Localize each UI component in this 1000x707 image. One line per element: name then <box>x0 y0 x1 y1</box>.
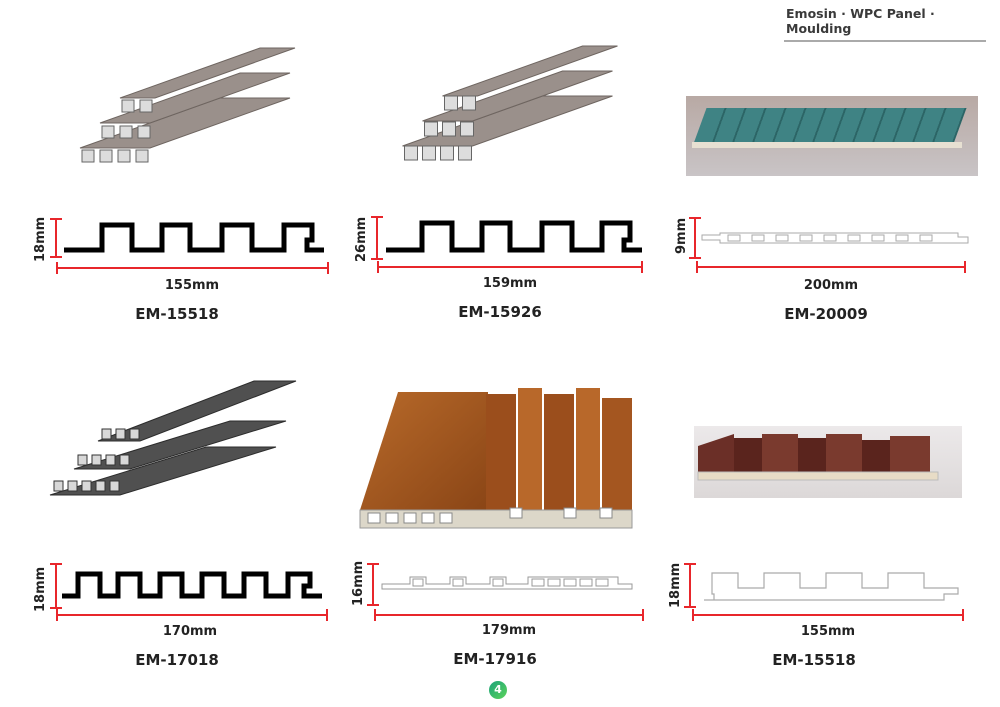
height-dimension-line <box>684 563 696 608</box>
product-photo-stacked-panels <box>79 47 296 163</box>
product-code: EM-15926 <box>458 303 542 321</box>
product-code: EM-17916 <box>453 650 537 668</box>
width-label: 155mm <box>800 624 856 639</box>
page-number-badge: 4 <box>489 681 507 699</box>
width-dimension-line <box>374 609 644 621</box>
width-label: 179mm <box>481 623 537 638</box>
product-photo-walnut-panel <box>694 426 962 498</box>
product-photo-stacked-panels <box>49 380 297 496</box>
height-label: 18mm <box>33 216 48 262</box>
height-label: 16mm <box>351 560 366 606</box>
width-label: 155mm <box>164 278 220 293</box>
product-code: EM-20009 <box>784 305 868 323</box>
product-code: EM-15518 <box>135 305 219 323</box>
width-dimension-line <box>692 609 964 621</box>
height-dimension-line <box>50 218 62 258</box>
product-photo-stacked-panels <box>402 45 618 161</box>
width-dimension-line <box>696 261 966 273</box>
height-label: 18mm <box>668 562 683 608</box>
cross-section-profile <box>701 232 969 244</box>
product-photo-teal-panel <box>686 96 978 176</box>
height-label: 9mm <box>674 217 689 254</box>
height-dimension-line <box>689 217 701 259</box>
cross-section-profile <box>64 222 324 253</box>
width-label: 170mm <box>162 624 218 639</box>
product-code: EM-15518 <box>772 651 856 669</box>
width-label: 159mm <box>482 276 538 291</box>
width-dimension-line <box>56 609 328 621</box>
document-header: Emosin · WPC Panel · Moulding <box>784 6 986 42</box>
cross-section-profile <box>704 572 959 601</box>
height-dimension-line <box>367 563 379 606</box>
width-dimension-line <box>377 261 643 273</box>
width-dimension-line <box>56 262 329 274</box>
cross-section-profile <box>62 571 322 599</box>
width-label: 200mm <box>803 278 859 293</box>
cross-section-profile <box>381 576 633 590</box>
cross-section-profile <box>386 220 642 253</box>
height-dimension-line <box>371 216 383 260</box>
product-photo-wood-panel <box>359 388 633 529</box>
product-code: EM-17018 <box>135 651 219 669</box>
height-label: 18mm <box>33 566 48 612</box>
height-label: 26mm <box>354 216 369 262</box>
height-dimension-line <box>50 563 62 609</box>
